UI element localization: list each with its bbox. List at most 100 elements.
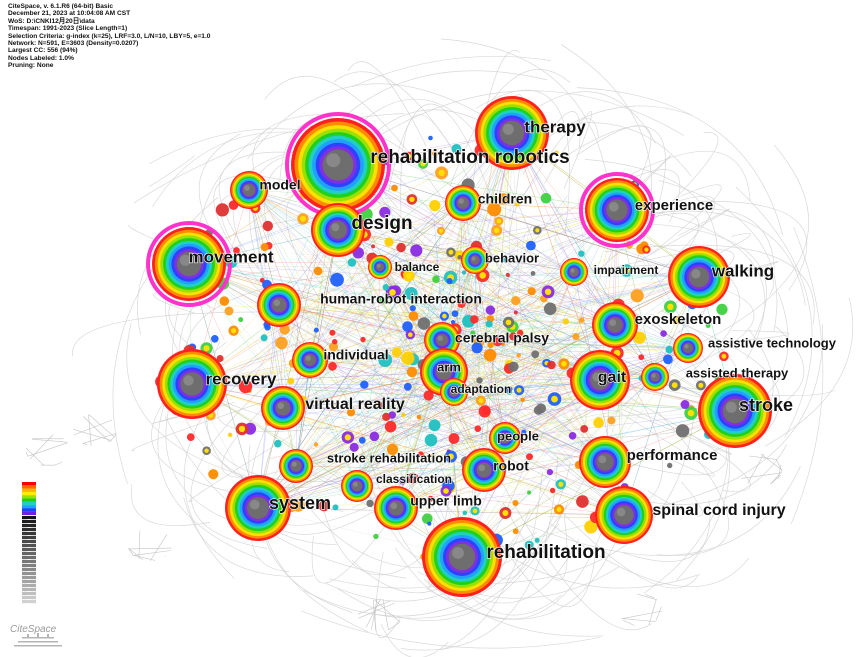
minor-node [216,355,224,362]
minor-node [457,299,466,308]
minor-node [287,377,295,385]
label-movement: movement [188,247,273,266]
minor-node [385,478,392,485]
node-stroke[interactable] [698,374,772,448]
minor-node [279,324,290,335]
minor-node [403,382,412,391]
legend-gray-band [22,528,36,532]
minor-node [482,407,490,415]
legend-color-band [22,511,36,516]
label-upper-limb: upper limb [410,493,482,509]
minor-node [396,242,406,253]
node-model[interactable] [230,171,268,209]
minor-node [593,417,604,429]
minor-node [408,311,419,321]
legend-gray-band [22,524,36,528]
node-adaptation[interactable] [440,378,468,406]
minor-node [227,432,233,437]
label-arm: arm [437,359,461,374]
node-people[interactable] [489,422,521,454]
minor-node [451,144,462,154]
label-rehabilitation-robotics: rehabilitation robotics [370,147,570,168]
node-therapy[interactable] [475,96,549,170]
legend-color-band [22,495,36,499]
node-robot[interactable] [462,448,506,492]
node-exoskeleton[interactable] [592,302,638,348]
legend-gray-band [22,548,36,552]
info-line: CiteSpace, v. 6.1.R6 (64-bit) Basic [8,3,114,10]
node-individual[interactable] [292,342,328,378]
minor-node [379,206,391,218]
node-rehabilitation[interactable] [422,517,502,597]
node-upper-limb[interactable] [374,486,418,530]
node-gait[interactable] [570,350,630,410]
node-behavior[interactable] [461,246,489,274]
label-exoskeleton: exoskeleton [635,311,722,328]
minor-node [260,243,269,252]
minor-node [487,202,502,217]
label-stroke: stroke [739,395,793,415]
node-balance[interactable] [368,255,392,279]
label-cerebral-palsy: cerebral palsy [455,330,549,346]
node-experience[interactable] [579,172,655,248]
minor-node [524,540,534,550]
minor-node [410,244,423,257]
minor-node [476,377,483,384]
node-recovery[interactable] [157,349,227,419]
node-cerebral-palsy[interactable] [424,322,460,358]
node-spinal-cord-injury[interactable] [595,486,653,544]
minor-node [579,317,585,323]
node-assistive-technology[interactable] [673,333,703,363]
minor-node [485,305,496,315]
minor-node [576,495,589,508]
node-rehabilitation-robotics[interactable] [285,112,391,218]
legend-color-band [22,491,36,496]
minor-node [428,135,433,141]
minor-node [358,436,366,444]
node-virtual-reality[interactable] [261,386,305,430]
minor-node [572,333,580,341]
node-impairment[interactable] [560,258,588,286]
node-performance[interactable] [579,436,631,488]
minor-node [382,412,391,421]
label-people: people [497,428,539,443]
minor-node [238,379,253,394]
node-walking[interactable] [668,246,730,308]
node-classification[interactable] [341,470,373,502]
minor-node [233,247,240,254]
legend-gray-band [22,568,36,572]
label-gait: gait [598,369,627,386]
minor-node [423,390,434,401]
minor-node [384,420,397,433]
minor-node [401,351,415,365]
node-movement[interactable] [146,221,232,307]
minor-node [360,336,366,343]
minor-node [328,342,339,352]
label-balance: balance [395,260,440,274]
node-design[interactable] [311,203,365,257]
minor-node [366,499,374,508]
legend-gray-band [22,520,36,524]
label-impairment: impairment [594,263,659,277]
minor-node [716,303,728,315]
minor-node [485,320,493,328]
minor-node [428,419,441,432]
minor-node [516,352,521,358]
minor-node [313,327,319,333]
label-behavior: behavior [485,250,539,265]
node-stroke-rehabilitation[interactable] [279,449,313,483]
info-line: Pruning: None [8,62,54,70]
node-human-robot-interaction[interactable] [257,283,301,327]
node-children[interactable] [445,185,481,221]
minor-node [584,520,598,534]
info-line: December 21, 2023 at 10:04:08 AM CST [8,10,131,18]
node-system[interactable] [225,475,291,541]
minor-node [531,350,540,359]
label-experience: experience [635,197,713,214]
minor-node [416,414,422,420]
minor-node [461,270,467,275]
node-assisted-therapy[interactable] [641,363,669,391]
minor-node [328,361,337,371]
minor-node [462,510,468,516]
